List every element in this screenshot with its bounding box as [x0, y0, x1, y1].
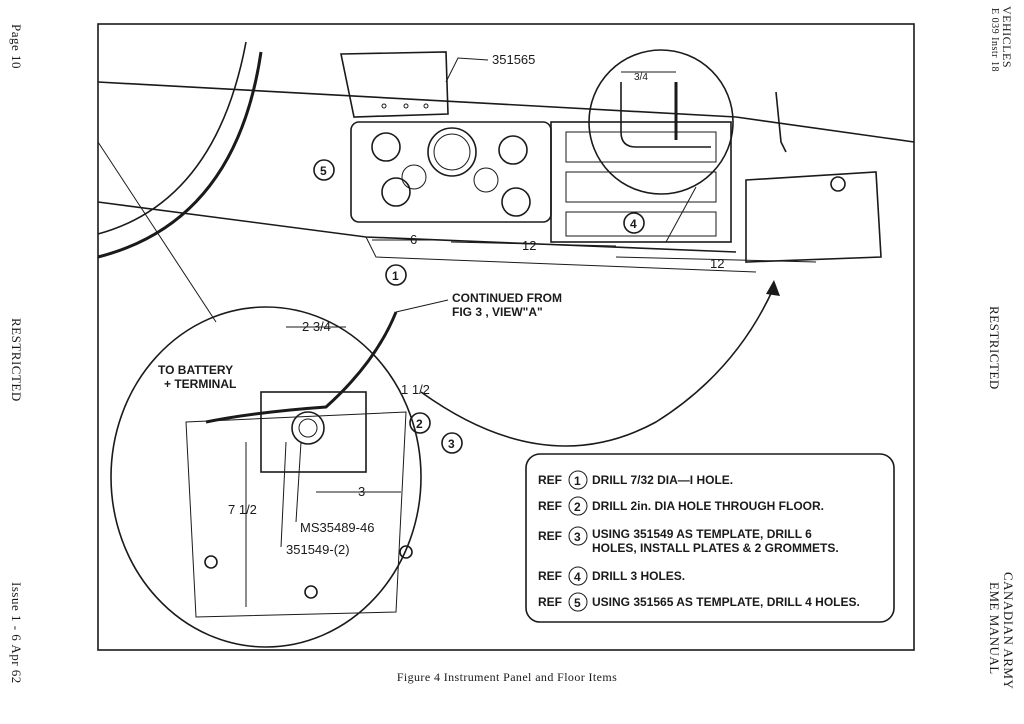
dash-top [97, 81, 915, 143]
right-dash-panel [550, 121, 732, 243]
speedometer [427, 127, 477, 177]
svg-text:1: 1 [392, 269, 399, 283]
callout-2: 2 [409, 412, 431, 434]
continued-label-2: FIG 3 , VIEW"A" [452, 305, 543, 319]
ref-row-4: REF 4 DRILL 3 HOLES. [538, 566, 685, 586]
dim-12a: 12 [522, 238, 536, 253]
restricted-left: RESTRICTED [9, 318, 24, 402]
wire-harness [205, 311, 398, 424]
figure-caption: Figure 4 Instrument Panel and Floor Item… [396, 670, 618, 684]
floor-detail-circle [110, 306, 422, 648]
instrument-panel-figure: 6 12 12 3/4 351565 7 1/2 3 2 3/4 1 1/2 T… [97, 23, 915, 651]
callout-5: 5 [313, 159, 335, 181]
steering-wheel [97, 51, 263, 259]
svg-text:HOLES, INSTALL PLATES & 2 GROM: HOLES, INSTALL PLATES & 2 GROMMETS. [592, 541, 839, 555]
gauge-fuel [371, 132, 401, 162]
restricted-right: RESTRICTED [987, 306, 1002, 390]
svg-text:USING 351549 AS TEMPLATE, DRIL: USING 351549 AS TEMPLATE, DRILL 6 [592, 527, 812, 541]
svg-text:4: 4 [630, 217, 637, 231]
page-number: Page 10 [9, 24, 24, 70]
svg-text:2: 2 [416, 417, 423, 431]
dim-3: 3 [358, 484, 365, 499]
svg-text:REF: REF [538, 499, 562, 513]
svg-text:USING 351565 AS TEMPLATE, DRIL: USING 351565 AS TEMPLATE, DRILL 4 HOLES. [592, 595, 860, 609]
latch [775, 91, 787, 153]
callout-3: 3 [441, 432, 463, 454]
callout-1: 1 [385, 264, 407, 286]
dim-3-4: 3/4 [634, 72, 648, 83]
battery-label-1: TO BATTERY [158, 363, 233, 377]
svg-text:4: 4 [574, 570, 581, 584]
continued-label-1: CONTINUED FROM [452, 291, 562, 305]
ref-row-1: REF 1 DRILL 7/32 DIA—I HOLE. [538, 470, 733, 490]
manual-line2: EME MANUAL [987, 582, 1002, 675]
svg-text:5: 5 [320, 164, 327, 178]
svg-text:REF: REF [538, 529, 562, 543]
gauge-ammeter [501, 187, 531, 217]
dim-12b: 12 [710, 256, 724, 271]
svg-text:REF: REF [538, 473, 562, 487]
svg-text:3: 3 [448, 437, 455, 451]
svg-text:REF: REF [538, 595, 562, 609]
dim-6: 6 [410, 232, 417, 247]
detail-circle-top [588, 49, 734, 195]
ref-row-2: REF 2 DRILL 2in. DIA HOLE THROUGH FLOOR. [538, 496, 824, 516]
grommet [291, 411, 325, 445]
callout-4: 4 [623, 212, 645, 234]
svg-text:3: 3 [574, 530, 581, 544]
part-351549: 351549-(2) [286, 542, 350, 557]
instrument-cluster [350, 121, 552, 223]
issue-date: Issue 1 - 6 Apr 62 [9, 582, 24, 684]
part-ms35489: MS35489-46 [300, 520, 374, 535]
gauge-temp [498, 135, 528, 165]
template-plate [340, 51, 449, 118]
gauge-oil [381, 177, 411, 207]
ref-row-5: REF 5 USING 351565 AS TEMPLATE, DRILL 4 … [538, 592, 860, 612]
ref-row-3: REF 3 USING 351549 AS TEMPLATE, DRILL 6 … [538, 526, 839, 555]
battery-label-2: + TERMINAL [164, 377, 236, 391]
svg-text:5: 5 [574, 596, 581, 610]
svg-text:2: 2 [574, 500, 581, 514]
leader-arrow [420, 286, 775, 447]
glovebox-door [745, 171, 882, 263]
svg-text:DRILL 7/32 DIA—I HOLE.: DRILL 7/32 DIA—I HOLE. [592, 473, 733, 487]
dim-7-1-2: 7 1/2 [228, 502, 257, 517]
part-351565: 351565 [492, 52, 535, 67]
reference-box [525, 453, 895, 623]
floor-plate [260, 391, 367, 473]
svg-text:REF: REF [538, 569, 562, 583]
svg-text:DRILL 2in. DIA HOLE THROUGH F: DRILL 2in. DIA HOLE THROUGH FLOOR. [592, 499, 824, 513]
figure-border [97, 23, 915, 651]
dim-2-3-4: 2 3/4 [302, 319, 331, 334]
svg-text:1: 1 [574, 474, 581, 488]
vehicles-label: VEHICLES [1000, 6, 1014, 68]
svg-text:DRILL 3 HOLES.: DRILL 3 HOLES. [592, 569, 685, 583]
eme-instr-label: E 039 Instr 18 [989, 8, 1000, 72]
